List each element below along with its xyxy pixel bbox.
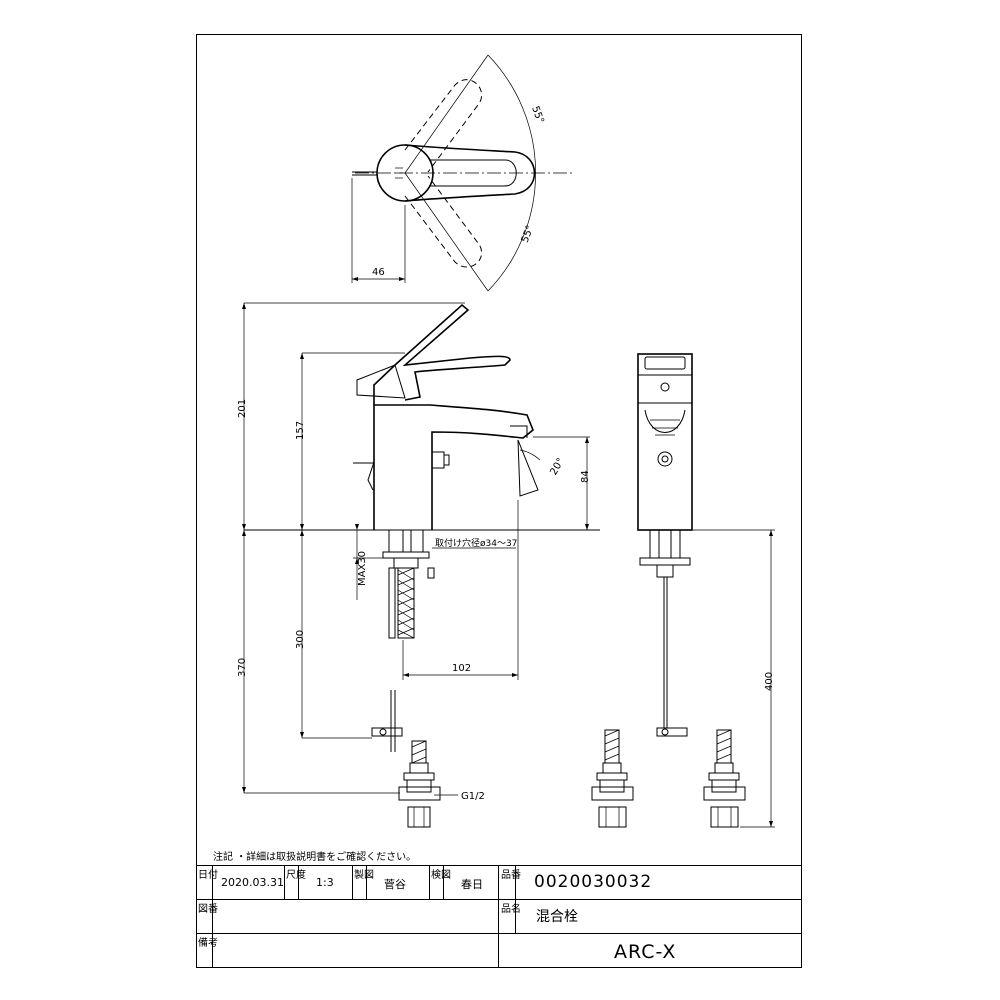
front-connector [398,740,458,828]
scale-label: 尺度 [286,870,306,881]
checked-label: 検図 [431,870,451,881]
hose-braid [397,567,415,639]
top-view [351,54,573,292]
product-name-label: 品名 [501,904,521,915]
dim-hole-note: 取付け穴径ø34～37 [435,537,517,549]
dim-400: 400 [764,672,775,691]
dim-angle-lower: 55° [520,224,536,244]
drawing-no-label: 図番 [198,904,218,915]
part-no-label: 品番 [501,870,521,881]
dim-102: 102 [452,663,471,674]
note-text: 注記 ・詳細は取扱説明書をご確認ください。 [213,852,417,863]
dim-300: 300 [295,630,306,649]
drawing-frame [196,34,802,968]
date-value: 2020.03.31 [221,876,284,889]
dim-370: 370 [237,658,248,677]
side-view [591,353,775,828]
company-logo: ARC-X [614,941,677,963]
remarks-label: 備考 [198,938,218,949]
dim-46: 46 [372,267,385,278]
side-connector-right [703,729,746,828]
dim-max30: MAX30 [357,551,368,586]
dim-g12: G1/2 [461,791,485,802]
side-connector-left [591,729,634,828]
front-view [242,302,600,828]
product-name-value: 混合栓 [536,909,578,925]
title-block-grid [196,865,802,968]
dim-84: 84 [580,470,591,483]
dim-201: 201 [237,399,248,418]
scale-value: 1:3 [316,876,334,889]
part-no-value: 0020030032 [534,872,653,892]
date-label: 日付 [198,870,218,881]
checked-by: 春日 [461,878,483,891]
drawn-label: 製図 [354,870,374,881]
top-view-marks [395,167,403,179]
dim-157: 157 [295,421,306,440]
dim-angle-upper: 55° [529,105,545,125]
drawn-by: 菅谷 [384,878,406,891]
dim-angle-20: 20° [548,456,566,477]
